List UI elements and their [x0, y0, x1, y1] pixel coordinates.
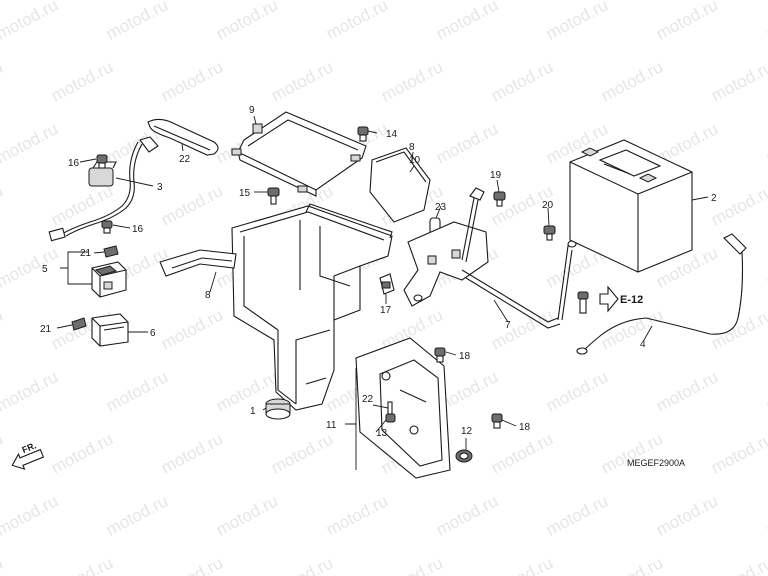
part-18-screw-lower — [491, 413, 503, 429]
part-22-clip-lower — [71, 317, 87, 331]
part-17-clip — [379, 273, 395, 295]
callout-12: 12 — [461, 426, 473, 437]
part-21-bolt-upper — [493, 191, 506, 207]
part-19-strap — [147, 118, 219, 156]
part-4-battery-cable — [576, 233, 747, 355]
part-3-harness — [48, 136, 159, 242]
part-8-battery-case — [159, 203, 393, 411]
callout-13: 13 — [376, 428, 388, 439]
callout-labels: 9 22 14 8 10 15 3 16 16 21 5 21 6 8 1 17… — [40, 105, 717, 439]
diagram-code: MEGEF2900A — [627, 458, 685, 468]
callout-14: 14 — [386, 129, 398, 140]
part-18-screw-upper — [434, 347, 446, 363]
callout-20: 22 — [362, 394, 374, 405]
part-20-pin — [387, 401, 393, 415]
front-direction-marker: FR. — [11, 440, 45, 470]
part-16-bolt-upper — [96, 154, 108, 169]
part-7-battery-bracket — [403, 187, 577, 329]
e12-reference-arrow — [599, 285, 619, 313]
leader-lines — [56, 115, 709, 470]
callout-8-upper: 8 — [409, 142, 415, 153]
callout-2: 2 — [711, 193, 717, 204]
part-15-bolt — [267, 187, 280, 205]
part-2-battery — [569, 139, 693, 273]
callout-18-upper: 18 — [459, 351, 471, 362]
part-1-grommet — [265, 398, 291, 420]
part-10-pad — [369, 147, 431, 223]
part-5-relay — [91, 261, 127, 298]
part-22-clip-upper — [103, 245, 119, 258]
callout-5: 5 — [42, 264, 48, 275]
part-13-collar — [385, 413, 396, 423]
callout-23: 23 — [435, 202, 447, 213]
callout-22-upper: 21 — [80, 248, 92, 259]
part-6-relay-cover — [91, 313, 129, 347]
part-16-bolt-lower — [101, 220, 113, 234]
callout-19: 22 — [179, 154, 191, 165]
callout-1: 1 — [250, 406, 256, 417]
part-14-screw — [357, 126, 369, 142]
callout-10: 10 — [409, 155, 421, 166]
callout-16-lower: 16 — [132, 224, 144, 235]
part-11-side-cover — [355, 337, 451, 479]
part-21-bolt-lower — [543, 225, 556, 241]
callout-22-lower: 21 — [40, 324, 52, 335]
callout-18-lower: 18 — [519, 422, 531, 433]
part-12-grommet — [455, 449, 473, 463]
callout-15: 15 — [239, 188, 251, 199]
callout-3: 3 — [157, 182, 163, 193]
callout-4: 4 — [640, 339, 646, 350]
callout-7: 7 — [505, 320, 511, 331]
callout-16-upper: 16 — [68, 158, 80, 169]
reference-e12: E-12 — [620, 294, 643, 306]
callout-21-lower: 20 — [542, 200, 554, 211]
part-bolt-e12 — [577, 291, 589, 314]
callout-11: 11 — [326, 420, 337, 431]
callout-8-lower: 8 — [205, 290, 211, 301]
part-9-holder-plate — [231, 111, 367, 197]
callout-17: 17 — [380, 305, 392, 316]
callout-9: 9 — [249, 105, 255, 116]
callout-6: 6 — [150, 328, 156, 339]
callout-21-upper: 19 — [490, 170, 502, 181]
